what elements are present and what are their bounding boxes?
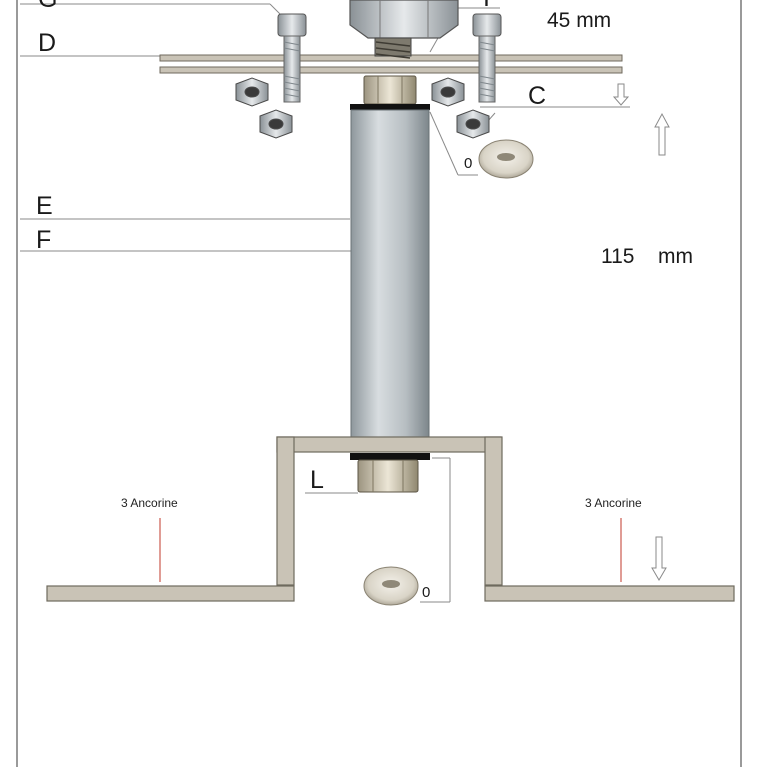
- label-c: C: [528, 82, 547, 110]
- arrow-up: [654, 112, 670, 156]
- support-tube: [350, 109, 430, 438]
- base-bracket: [46, 436, 735, 602]
- anchor-lines: [159, 518, 622, 582]
- right-bolt: [472, 13, 502, 103]
- left-bolt: [277, 13, 307, 103]
- label-f: F: [36, 226, 52, 254]
- label-g: G: [38, 0, 57, 12]
- arrow-down-right: [651, 536, 667, 581]
- label-washer-bottom: 0: [422, 584, 431, 601]
- label-d: D: [38, 29, 57, 57]
- upper-coupling-nut: [350, 75, 430, 110]
- nut-left-1: [235, 77, 269, 107]
- direction-arrows: [612, 83, 670, 581]
- anchor-label-right: 3 Ancorine: [585, 496, 642, 510]
- dimension-middle-unit: mm: [658, 245, 693, 268]
- label-l: L: [310, 466, 324, 494]
- label-i: I: [483, 0, 490, 11]
- hex-nuts: [235, 77, 490, 139]
- page-frame: [16, 0, 742, 767]
- leader-washer-top: [429, 111, 459, 176]
- washer-bottom: [363, 566, 419, 606]
- top-plates: [159, 54, 623, 74]
- dimension-top: 45 mm: [547, 9, 612, 32]
- label-e: E: [36, 192, 53, 220]
- washer-top: [478, 139, 534, 179]
- label-washer-top: 0: [464, 155, 473, 172]
- nut-left-2: [259, 109, 293, 139]
- anchor-label-left: 3 Ancorine: [121, 496, 178, 510]
- dimension-middle-value: 115: [601, 245, 635, 268]
- leader-lines: [20, 3, 630, 603]
- lower-coupling-nut: [350, 453, 430, 493]
- nut-right-2: [456, 109, 490, 139]
- top-center-nut: [349, 0, 459, 59]
- arrow-down-small: [612, 83, 630, 106]
- nut-right-1: [431, 77, 465, 107]
